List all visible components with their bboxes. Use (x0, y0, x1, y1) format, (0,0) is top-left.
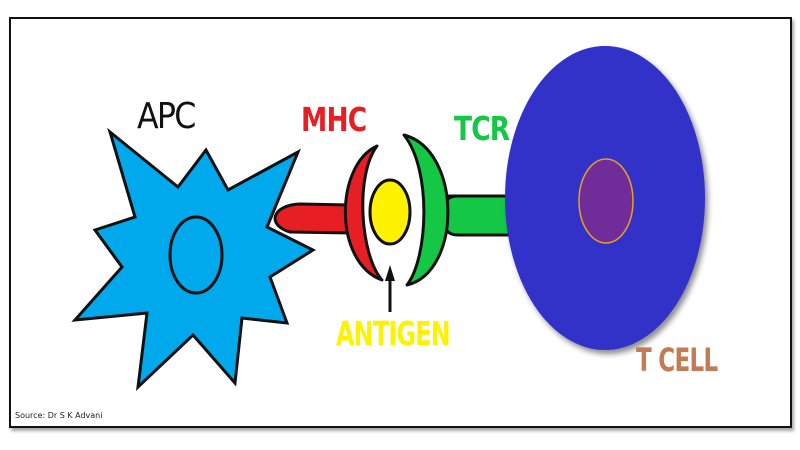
mhc-crescent (343, 144, 384, 282)
tcr-crescent (402, 133, 450, 287)
apc-label: APC (137, 96, 196, 137)
tcr-stalk (442, 194, 517, 237)
t-cell-nucleus (578, 158, 634, 244)
antigen-particle (368, 178, 412, 246)
tcr-label: TCR (454, 109, 510, 148)
antigen-label: ANTIGEN (336, 314, 451, 353)
apc-nucleus (168, 215, 224, 295)
mhc-stalk (273, 202, 352, 235)
t-cell-label: T CELL (636, 341, 718, 379)
antigen-arrowhead-icon (385, 265, 395, 281)
mhc-label: MHC (301, 100, 367, 139)
source-credit: Source: Dr S K Advani (15, 411, 103, 420)
